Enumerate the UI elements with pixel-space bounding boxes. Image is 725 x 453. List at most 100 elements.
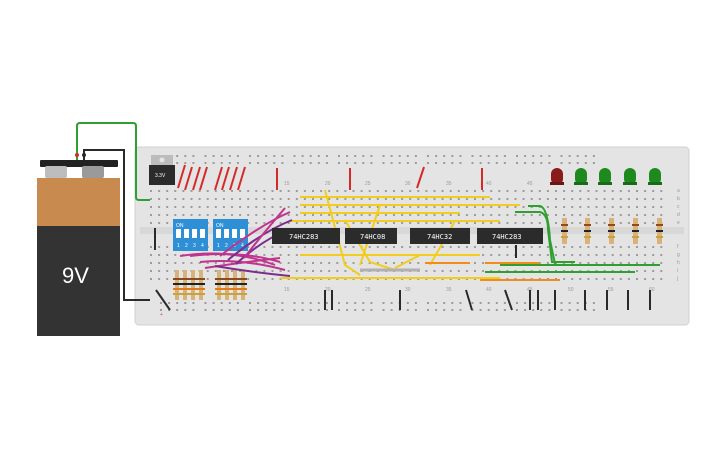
led-green[interactable] [623, 168, 637, 185]
chip-4[interactable]: 74HC283 [477, 228, 543, 244]
magenta-input-wires[interactable] [179, 207, 293, 277]
breadboard-hole [611, 214, 614, 216]
breadboard-hole [636, 246, 638, 248]
breadboard-hole [532, 155, 535, 157]
breadboard-hole [498, 214, 501, 216]
dip-toggle[interactable] [200, 229, 205, 238]
breadboard-hole [479, 309, 482, 311]
dip-toggle[interactable] [216, 229, 221, 238]
breadboard-hole [449, 198, 452, 200]
breadboard-hole [263, 198, 266, 200]
breadboard-hole [303, 214, 306, 216]
dip-toggle[interactable] [176, 229, 181, 238]
breadboard-hole [271, 214, 274, 216]
chip-1[interactable]: 74HC283 [272, 228, 340, 244]
breadboard-hole [522, 206, 525, 208]
breadboard-hole [236, 302, 239, 304]
chip-2[interactable]: 74HC08 [345, 228, 397, 244]
breadboard-hole [287, 270, 290, 272]
breadboard-hole [271, 254, 274, 256]
breadboard-hole [524, 155, 527, 157]
dip-toggle[interactable] [224, 229, 229, 238]
breadboard-hole [595, 254, 598, 256]
breadboard-hole [406, 302, 409, 304]
breadboard-hole [281, 155, 284, 157]
led-green[interactable] [598, 168, 612, 185]
breadboard-hole [247, 206, 250, 208]
breadboard-hole [514, 198, 517, 200]
yellow-jumper-wires[interactable] [280, 189, 520, 279]
breadboard-hole [222, 262, 225, 264]
black-jumper-wires[interactable] [154, 228, 651, 311]
breadboard-hole [487, 155, 490, 157]
row-letter: c [677, 204, 680, 210]
breadboard-hole [150, 190, 152, 192]
breadboard-hole [417, 246, 420, 248]
dip-switch-2[interactable]: ON 1 2 3 4 [213, 219, 248, 251]
breadboard-hole [344, 206, 347, 208]
breadboard-hole [279, 198, 282, 200]
breadboard-hole [522, 214, 525, 216]
chip-3[interactable]: 74HC32 [410, 228, 470, 244]
breadboard-hole [409, 246, 412, 248]
breadboard-hole [427, 309, 429, 311]
breadboard-hole [271, 246, 274, 248]
breadboard-hole [263, 254, 266, 256]
breadboard-hole [503, 309, 506, 311]
battery-terminal-positive [82, 166, 104, 178]
breadboard-hole [427, 162, 429, 164]
breadboard-hole [236, 162, 239, 164]
breadboard-hole [474, 214, 476, 216]
green-jumper-wires[interactable] [485, 205, 660, 273]
dip-switch-1[interactable]: ON 1 2 3 4 [173, 219, 208, 251]
breadboard-hole [627, 190, 630, 192]
red-jumper-wires[interactable] [177, 164, 483, 191]
breadboard-hole [619, 254, 622, 256]
orange-jumper-wires[interactable] [425, 262, 560, 281]
breadboard-hole [516, 155, 518, 157]
breadboard-hole [273, 302, 276, 304]
breadboard-hole [579, 198, 582, 200]
breadboard-hole [376, 206, 379, 208]
breadboard-hole [362, 302, 365, 304]
dip-toggle[interactable] [240, 229, 245, 238]
led-red[interactable] [550, 168, 564, 185]
breadboard-hole [611, 262, 614, 264]
breadboard-hole [498, 190, 501, 192]
voltage-regulator[interactable]: 3.3V [149, 155, 175, 185]
breadboard-hole [398, 155, 401, 157]
breadboard-hole [336, 270, 339, 272]
breadboard-hole [265, 309, 268, 311]
breadboard-hole [198, 198, 201, 200]
breadboard-hole [255, 270, 258, 272]
breadboard-hole [479, 155, 482, 157]
breadboard-hole [239, 206, 242, 208]
battery-9v[interactable]: 9V [37, 160, 120, 336]
breadboard-hole [160, 309, 162, 311]
breadboard-hole [592, 155, 595, 157]
breadboard-hole [255, 214, 258, 216]
breadboard-hole [530, 214, 533, 216]
breadboard-hole [441, 222, 444, 224]
breadboard-hole [636, 190, 638, 192]
wire-battery-positive[interactable] [76, 122, 150, 201]
breadboard-hole [546, 262, 549, 264]
col-number: 35 [446, 287, 452, 293]
led-green[interactable] [648, 168, 662, 185]
dip-toggle[interactable] [232, 229, 237, 238]
breadboard-hole [382, 162, 385, 164]
breadboard-hole [530, 198, 533, 200]
breadboard-hole [293, 309, 296, 311]
dip-toggle[interactable] [184, 229, 189, 238]
led-green[interactable] [574, 168, 588, 185]
breadboard-hole [150, 246, 152, 248]
breadboard-hole [487, 309, 490, 311]
breadboard-hole [401, 206, 404, 208]
breadboard-hole [471, 309, 474, 311]
breadboard-hole [222, 198, 225, 200]
breadboard-hole [433, 198, 436, 200]
breadboard-hole [312, 222, 314, 224]
dip-toggle[interactable] [192, 229, 197, 238]
breadboard-hole [295, 254, 298, 256]
dip-number: 2 [185, 243, 188, 249]
